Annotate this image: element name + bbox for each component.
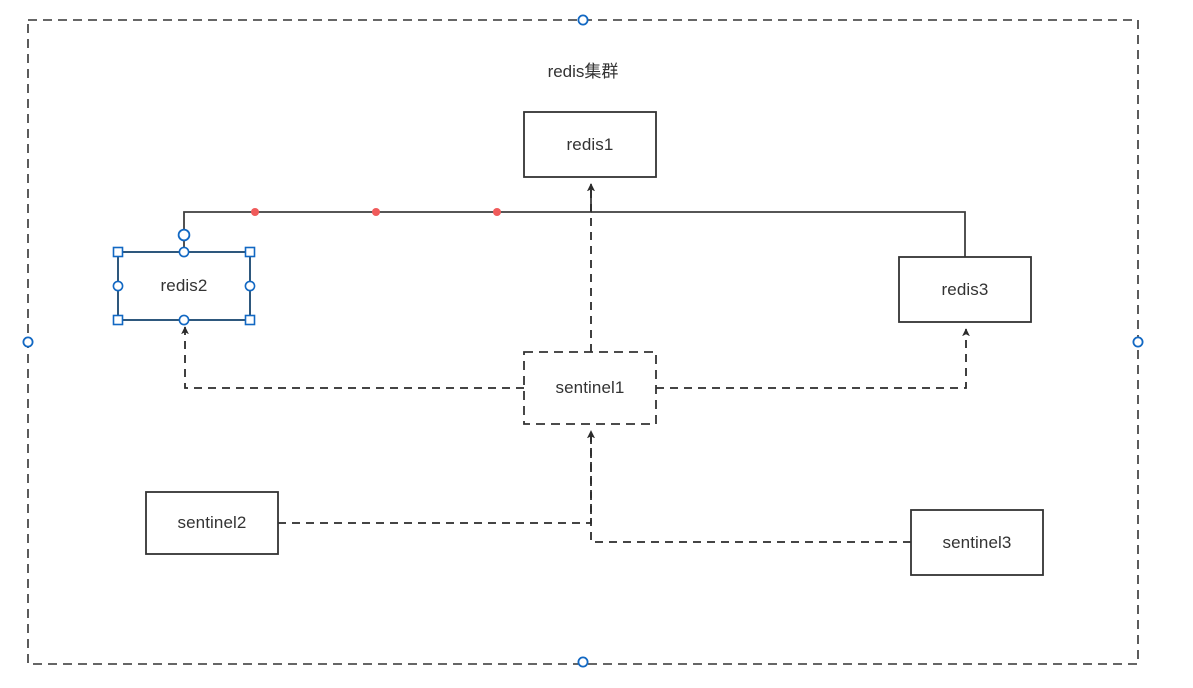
resize-handle-se[interactable]	[244, 314, 256, 326]
node-redis1[interactable]	[523, 111, 657, 178]
connector-sentinel2-to-sentinel1[interactable]	[278, 430, 595, 524]
selection-handles-redis2[interactable]	[112, 228, 256, 326]
connection-handle-top[interactable]	[178, 246, 190, 258]
node-sentinel3[interactable]	[910, 509, 1044, 576]
node-sentinel2[interactable]	[145, 491, 279, 555]
container-handle-top[interactable]	[577, 14, 589, 26]
connection-handle-right[interactable]	[244, 280, 256, 292]
connector-sentinel1-to-redis3[interactable]	[656, 328, 970, 389]
node-redis2[interactable]	[117, 251, 251, 321]
connection-handle-bottom[interactable]	[178, 314, 190, 326]
waypoint-marker[interactable]	[493, 208, 501, 216]
connector-sentinel3-to-sentinel1[interactable]	[587, 430, 911, 543]
connector-redis2-to-redis1[interactable]	[183, 183, 595, 252]
waypoint-marker[interactable]	[251, 208, 259, 216]
connector-redis3-to-bus[interactable]	[591, 211, 966, 257]
resize-handle-ne[interactable]	[244, 246, 256, 258]
container-handles[interactable]	[22, 14, 1144, 668]
container-handle-left[interactable]	[22, 336, 34, 348]
node-sentinel1[interactable]	[523, 351, 657, 425]
connection-handle-left[interactable]	[112, 280, 124, 292]
waypoint-marker[interactable]	[372, 208, 380, 216]
node-redis3[interactable]	[898, 256, 1032, 323]
resize-handle-sw[interactable]	[112, 314, 124, 326]
container-handle-right[interactable]	[1132, 336, 1144, 348]
resize-handle-nw[interactable]	[112, 246, 124, 258]
edge-endpoint-handle[interactable]	[177, 228, 191, 242]
container-handle-bottom[interactable]	[577, 656, 589, 668]
connector-sentinel1-to-redis2[interactable]	[181, 326, 524, 389]
diagram-title[interactable]: redis集群	[547, 62, 619, 81]
